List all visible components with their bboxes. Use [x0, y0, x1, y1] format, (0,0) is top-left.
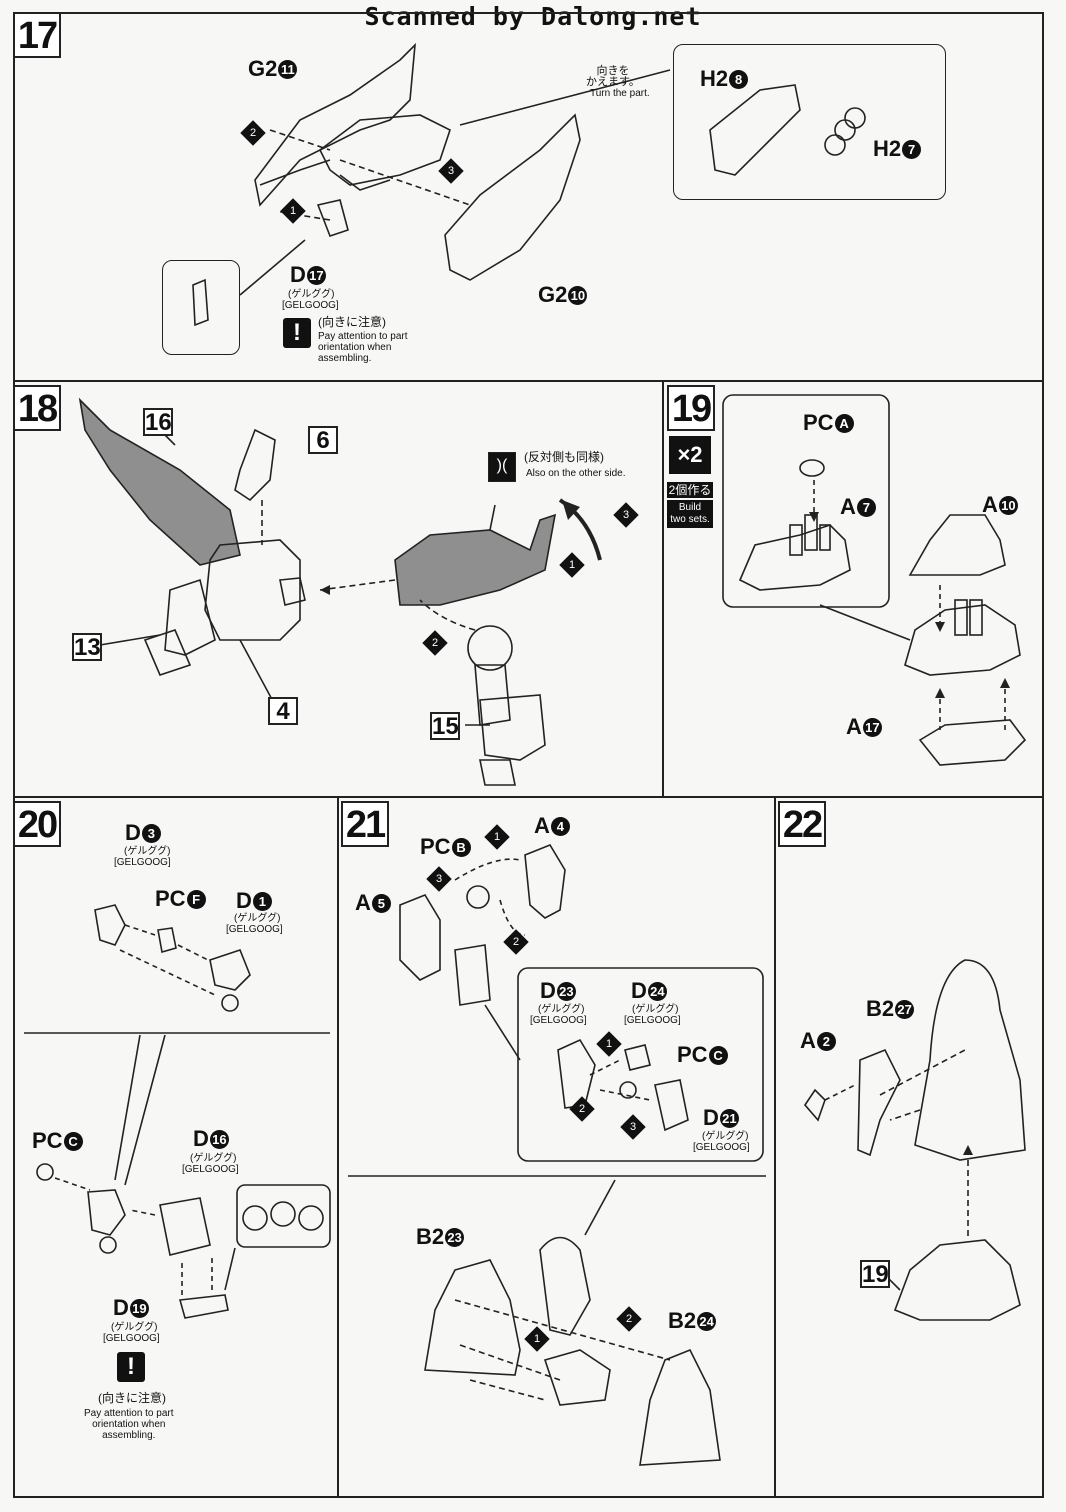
ref-box-15: 15: [430, 712, 460, 740]
d17-jp: (ゲルググ): [288, 289, 335, 300]
d16-en: [GELGOOG]: [182, 1164, 239, 1175]
step-21-number: 21: [341, 801, 389, 847]
ref-box-6: 6: [308, 426, 338, 454]
ref-box-16: 16: [143, 408, 173, 436]
other-side-jp: (反対側も同様): [524, 450, 604, 464]
attention-jp: (向きに注意): [318, 315, 386, 329]
d21-jp: (ゲルググ): [702, 1131, 749, 1142]
d1-jp: (ゲルググ): [234, 913, 281, 924]
step-17-panel: 17: [13, 12, 1044, 381]
warning-icon: !: [283, 318, 311, 348]
d24-en: [GELGOOG]: [624, 1015, 681, 1026]
d19-en: [GELGOOG]: [103, 1333, 160, 1344]
d23-jp: (ゲルググ): [538, 1004, 585, 1015]
build-en: Build two sets.: [667, 500, 713, 528]
step-19-number: 19: [667, 385, 715, 431]
turn-note-jp: 向きを かえます。: [586, 65, 640, 88]
callout-d17-detail: [162, 260, 240, 355]
attention-en: Pay attention to part orientation when a…: [84, 1408, 174, 1441]
attention-en: Pay attention to part orientation when a…: [318, 331, 408, 364]
d21-en: [GELGOOG]: [693, 1142, 750, 1153]
multiplier-badge: ×2: [669, 436, 711, 474]
turn-note-en: Turn the part.: [590, 88, 650, 99]
ref-box-4: 4: [268, 697, 298, 725]
ref-box-19: 19: [860, 1260, 890, 1288]
d3-en: [GELGOOG]: [114, 857, 171, 868]
callout-h2: [673, 44, 946, 200]
d16-jp: (ゲルググ): [190, 1153, 237, 1164]
watermark: Scanned by Dalong.net: [364, 2, 702, 31]
page-frame: [13, 12, 1044, 1498]
attention-jp: (向きに注意): [98, 1391, 166, 1405]
other-side-en: Also on the other side.: [526, 468, 626, 479]
step-20-number: 20: [13, 801, 61, 847]
step-number: 17: [13, 12, 61, 58]
d17-en: [GELGOOG]: [282, 300, 339, 311]
step-22-number: 22: [778, 801, 826, 847]
ref-box-13: 13: [72, 633, 102, 661]
warning-icon: !: [117, 1352, 145, 1382]
d3-jp: (ゲルググ): [124, 846, 171, 857]
step-18-number: 18: [13, 385, 61, 431]
mirror-icon: )(: [488, 452, 516, 482]
d23-en: [GELGOOG]: [530, 1015, 587, 1026]
d19-jp: (ゲルググ): [111, 1322, 158, 1333]
d1-en: [GELGOOG]: [226, 924, 283, 935]
d24-jp: (ゲルググ): [632, 1004, 679, 1015]
build-jp: 2個作る: [667, 482, 713, 498]
